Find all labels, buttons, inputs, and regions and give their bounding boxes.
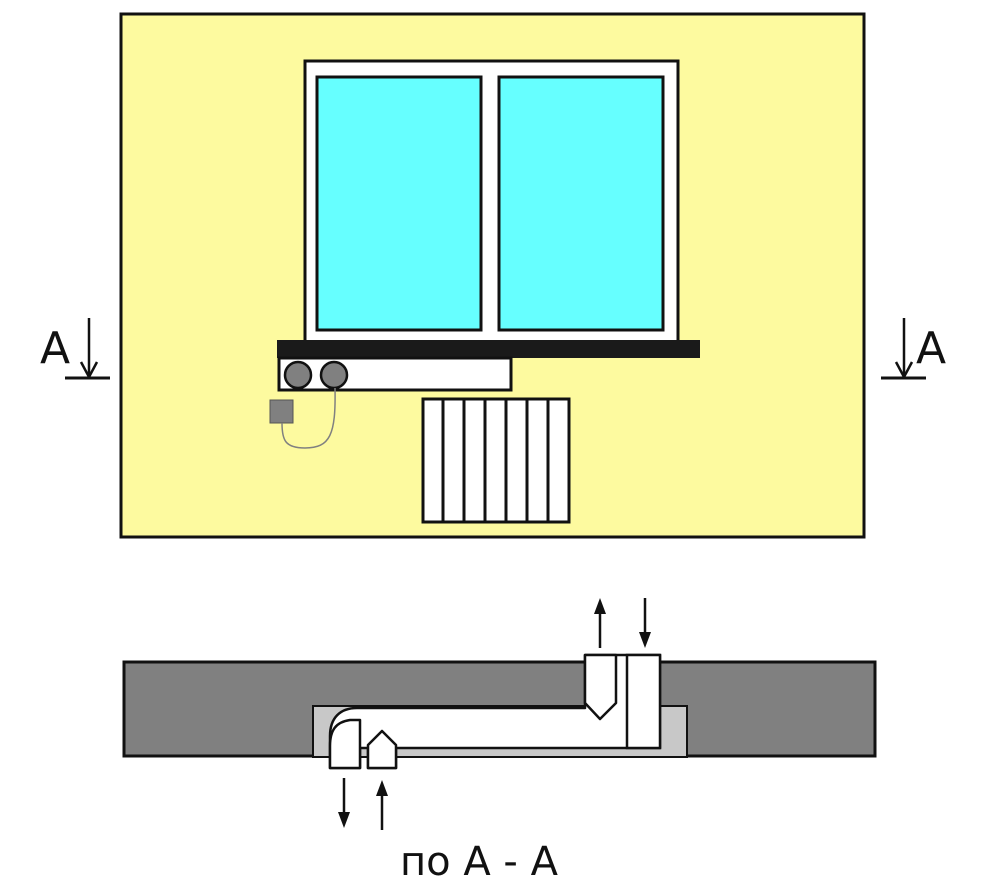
arrow-exhaust-up-head xyxy=(594,598,606,614)
window-pane-left xyxy=(315,75,483,332)
arrow-intake-down-head xyxy=(639,632,651,648)
section-mark-right-arrowhead xyxy=(894,361,914,380)
section-mark-right-label: A xyxy=(916,323,946,374)
arrow-room-supply-down-head xyxy=(338,812,350,828)
exhaust-outlet-head xyxy=(583,653,618,721)
radiator xyxy=(421,397,571,524)
unit-fan-right xyxy=(319,360,349,390)
section-caption: по A - A xyxy=(400,839,559,885)
room-outlet xyxy=(328,718,362,770)
unit-fan-left xyxy=(283,360,313,390)
arrow-room-return-up-head xyxy=(376,780,388,796)
room-inlet-head xyxy=(366,729,398,770)
control-cable xyxy=(281,387,336,449)
window-sill xyxy=(277,340,700,358)
flow-arrows xyxy=(338,598,651,830)
section-mark-left: A xyxy=(40,318,110,380)
section-mark-right: A xyxy=(881,318,946,380)
section-mark-left-label: A xyxy=(40,323,70,374)
control-box xyxy=(269,399,294,424)
section-view xyxy=(122,653,877,770)
front-elevation xyxy=(119,12,866,539)
intake-inlet-head xyxy=(625,653,662,750)
window xyxy=(303,59,680,345)
radiator-body xyxy=(421,397,571,524)
window-pane-right xyxy=(497,75,665,332)
unit-housing xyxy=(277,356,513,392)
section-mark-left-arrowhead xyxy=(79,361,99,380)
ventilation-unit xyxy=(277,356,513,392)
